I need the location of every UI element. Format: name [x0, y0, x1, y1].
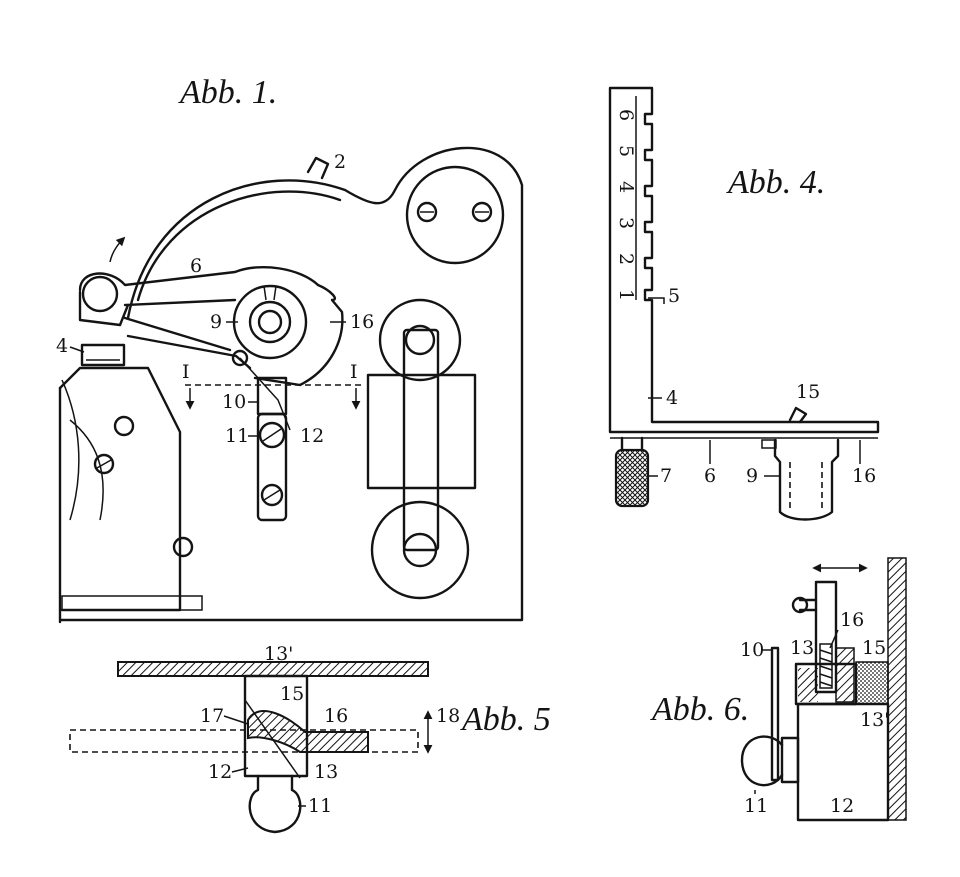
hub-collar: [761, 439, 777, 449]
screw-11: [258, 421, 286, 449]
label-12-fig6: 12: [830, 795, 854, 817]
pointer-15: [788, 406, 808, 424]
figure-5: Abb. 5 13' 15 17 16 18 12 13 11: [69, 643, 551, 834]
label-6-fig4: 6: [704, 465, 716, 487]
label-16-fig6: 16: [840, 609, 864, 631]
scale-6: 6: [615, 109, 637, 121]
clamp-block-4: [80, 343, 126, 367]
thumbscrew: [791, 596, 809, 614]
label-16: 16: [350, 311, 374, 333]
label-9-fig4: 9: [746, 465, 758, 487]
block-15: [835, 647, 855, 703]
label-4-fig4: 4: [666, 387, 678, 409]
scale-4: 4: [615, 181, 637, 193]
scale-1: 1: [615, 289, 637, 301]
scale-plate: [608, 86, 880, 434]
label-15-fig6: 15: [862, 637, 886, 659]
link-bracket: [366, 373, 477, 490]
link-bar: [402, 328, 440, 552]
roller-upper: [378, 298, 462, 382]
housing-inner-curve: [136, 190, 342, 302]
body-screw: [93, 453, 115, 475]
pin-10: [770, 646, 780, 782]
scale-2: 2: [615, 253, 637, 265]
label-16-fig4: 16: [852, 465, 876, 487]
label-I-right: I: [350, 361, 358, 383]
label-18: 18: [436, 705, 460, 727]
knob-11: [248, 774, 302, 834]
wall: [887, 557, 907, 821]
disc-screw-right: [471, 201, 493, 223]
housing-outline: [58, 146, 524, 624]
sector-16: [253, 283, 344, 387]
scale-3: 3: [615, 217, 637, 229]
knob-11-fig6: [740, 735, 784, 787]
label-11-fig5: 11: [308, 795, 332, 817]
screw-lower: [260, 483, 284, 507]
label-13prime-fig6: 13': [860, 709, 889, 731]
hub-9-side: [773, 438, 840, 521]
figure-5-title: Abb. 5: [460, 701, 551, 738]
label-12-fig5: 12: [208, 761, 232, 783]
label-2: 2: [334, 151, 346, 173]
hub-inner-ring: [248, 300, 292, 344]
figure-6: Abb. 6. 16 10 13 15 13' 11: [650, 557, 907, 822]
label-11: 11: [225, 425, 249, 447]
label-6: 6: [190, 255, 202, 277]
label-10: 10: [222, 391, 246, 413]
label-13-fig5: 13: [314, 761, 338, 783]
lever-knob: [81, 275, 119, 313]
block-12: [243, 674, 309, 778]
scale-5: 5: [615, 145, 637, 157]
label-13-fig6: 13: [790, 637, 814, 659]
label-16-fig5: 16: [324, 705, 348, 727]
hub-bore: [257, 309, 283, 335]
figure-4: Abb. 4. 6 5 4 3 2 1 5 4 15 7 6 9 16: [608, 86, 880, 521]
hub-9: [232, 284, 308, 360]
lever-nose: [78, 290, 130, 327]
body-hole-lower: [172, 536, 194, 558]
label-12: 12: [300, 425, 324, 447]
label-13prime-fig5: 13': [264, 643, 293, 665]
slotted-bar: [256, 412, 288, 522]
label-9: 9: [210, 311, 222, 333]
wedge-16: [247, 710, 369, 753]
roller-lower: [370, 500, 470, 600]
knob-collar: [780, 736, 800, 784]
label-17: 17: [200, 705, 224, 727]
label-15-fig5: 15: [280, 683, 304, 705]
upper-disc: [405, 165, 505, 265]
figure-1: Abb. 1.: [56, 74, 524, 624]
label-11-fig6: 11: [744, 795, 768, 817]
disc-screw-left: [416, 201, 438, 223]
label-5: 5: [668, 285, 680, 307]
left-body: [58, 366, 182, 612]
label-7: 7: [660, 465, 672, 487]
roller-lower-pin: [402, 532, 438, 568]
figure-6-title: Abb. 6.: [650, 691, 749, 728]
figure-1-title: Abb. 1.: [178, 74, 277, 111]
knurled-knob-7: [614, 448, 650, 508]
roller-upper-pin: [404, 324, 436, 356]
label-15-fig4: 15: [796, 381, 820, 403]
body-hole-upper: [113, 415, 135, 437]
filler-13prime: [855, 661, 889, 705]
label-10-fig6: 10: [740, 639, 764, 661]
post: [814, 580, 838, 694]
lever-arm-6: [78, 265, 320, 307]
pivot-pin: [231, 349, 249, 367]
label-I-left: I: [182, 361, 190, 383]
label-4: 4: [56, 335, 68, 357]
base-strip: [61, 595, 203, 611]
figure-4-title: Abb. 4.: [726, 164, 825, 201]
nub-2: [306, 156, 330, 180]
